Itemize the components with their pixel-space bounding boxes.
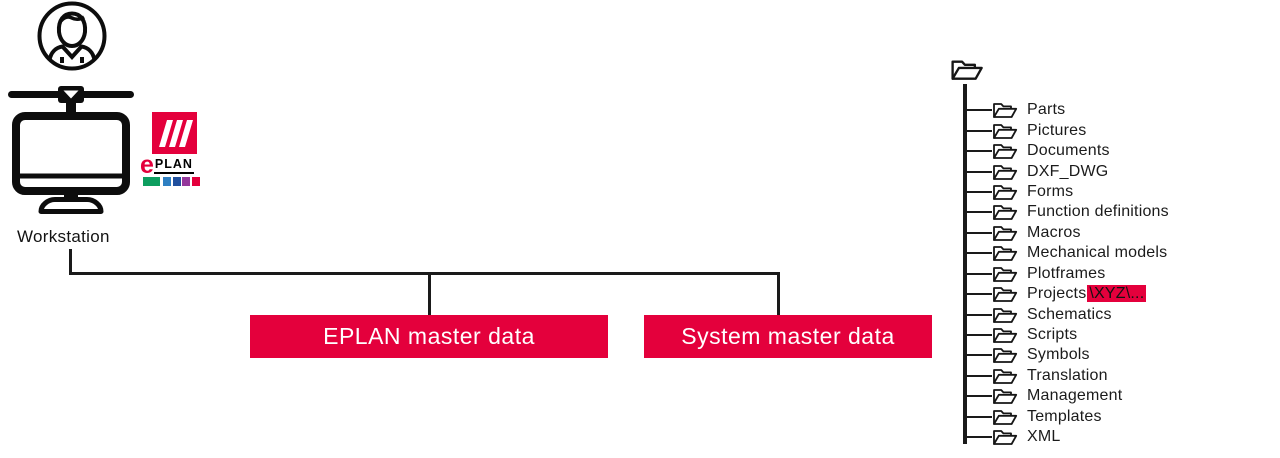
folder-icon	[993, 328, 1018, 343]
tree-row: Function definitions	[965, 202, 1169, 222]
system-master-data-box: System master data	[644, 315, 932, 358]
folder-icon	[993, 246, 1018, 262]
tree-branch-line	[965, 334, 992, 337]
tree-branch-line	[965, 272, 992, 275]
workstation-label: Workstation	[17, 227, 110, 246]
tree-row: Schematics	[965, 304, 1169, 324]
tree-row: XML	[965, 427, 1169, 447]
folder-icon	[993, 123, 1018, 139]
eplan-wordmark-plan: PLAN	[153, 158, 194, 174]
folder-label: Documents	[1027, 142, 1110, 160]
folder-icon	[993, 164, 1018, 180]
tree-row: Translation	[965, 366, 1169, 386]
user-icon	[37, 1, 107, 71]
folder-label: Projects	[1027, 285, 1087, 303]
root-folder-icon	[951, 60, 983, 80]
folder-label: Schematics	[1027, 305, 1112, 323]
tree-trunk-line	[963, 84, 967, 444]
folder-icon	[993, 307, 1018, 323]
tree-row: Parts	[965, 100, 1169, 120]
tree-branch-line	[965, 252, 992, 255]
folder-label: Mechanical models	[1027, 244, 1168, 262]
folder-icon	[993, 348, 1018, 364]
tree-branch-line	[965, 109, 992, 112]
tree-row: Scripts	[965, 325, 1169, 345]
eplan-master-data-box: EPLAN master data	[250, 315, 608, 358]
tree-row: Templates	[965, 407, 1169, 427]
folder-label: Symbols	[1027, 346, 1090, 364]
folder-label: Function definitions	[1027, 203, 1169, 221]
logo-bar-segment	[163, 177, 171, 186]
folder-icon	[993, 369, 1018, 384]
folder-icon	[993, 144, 1018, 159]
tree-branch-line	[965, 415, 992, 418]
logo-bar-segment	[172, 177, 181, 186]
folder-icon	[993, 409, 1018, 425]
folder-icon	[993, 205, 1018, 221]
eplan-logo-slashes-icon	[152, 112, 197, 154]
folder-label: Macros	[1027, 223, 1081, 241]
tree-branch-line	[965, 170, 992, 173]
folder-tree-rows: Parts Pictures Documents D	[965, 100, 1169, 447]
tree-branch-line	[965, 436, 992, 439]
connector-workstation-drop	[69, 249, 72, 274]
tree-row: Pictures	[965, 120, 1169, 140]
connector-drop-eplan-box	[428, 272, 431, 315]
tree-branch-line	[965, 293, 992, 296]
folder-label: Plotframes	[1027, 264, 1106, 282]
folder-label: Pictures	[1027, 121, 1087, 139]
tree-row: Forms	[965, 182, 1169, 202]
folder-highlight: \XYZ\...	[1087, 285, 1147, 303]
eplan-logo-colorbar	[143, 177, 200, 186]
tree-branch-line	[965, 150, 992, 153]
tree-row: Plotframes	[965, 264, 1169, 284]
tree-branch-line	[965, 313, 992, 316]
tree-row: Symbols	[965, 345, 1169, 365]
tree-branch-line	[965, 190, 992, 193]
folder-icon	[993, 225, 1018, 241]
folder-icon	[993, 266, 1018, 282]
tree-branch-line	[965, 354, 992, 357]
folder-label: DXF_DWG	[1027, 162, 1109, 180]
tree-row: Mechanical models	[965, 243, 1169, 263]
logo-bar-segment	[182, 177, 190, 186]
folder-icon	[993, 430, 1018, 446]
tree-branch-line	[965, 231, 992, 234]
connector-horizontal	[69, 272, 780, 275]
folder-label: Parts	[1027, 101, 1066, 119]
tree-row: Macros	[965, 223, 1169, 243]
logo-bar-segment	[143, 177, 160, 186]
tree-row: DXF_DWG	[965, 161, 1169, 181]
eplan-wordmark-e: e	[140, 151, 154, 179]
workstation-monitor-icon	[8, 86, 134, 214]
tree-branch-line	[965, 211, 992, 214]
folder-label: XML	[1027, 428, 1061, 446]
tree-row: Documents	[965, 141, 1169, 161]
folder-label: Management	[1027, 387, 1123, 405]
folder-label: Scripts	[1027, 326, 1078, 344]
folder-icon	[993, 389, 1018, 405]
folder-icon	[993, 185, 1018, 200]
folder-icon	[993, 103, 1018, 119]
folder-icon	[993, 287, 1018, 303]
tree-row: Management	[965, 386, 1169, 406]
folder-label: Translation	[1027, 366, 1108, 384]
tree-branch-line	[965, 129, 992, 132]
tree-branch-line	[965, 374, 992, 377]
folder-label: Forms	[1027, 182, 1074, 200]
tree-row: Projects\XYZ\...	[965, 284, 1169, 304]
tree-branch-line	[965, 395, 992, 398]
connector-drop-system-box	[777, 272, 780, 315]
folder-label: Templates	[1027, 407, 1102, 425]
logo-bar-segment	[191, 177, 200, 186]
